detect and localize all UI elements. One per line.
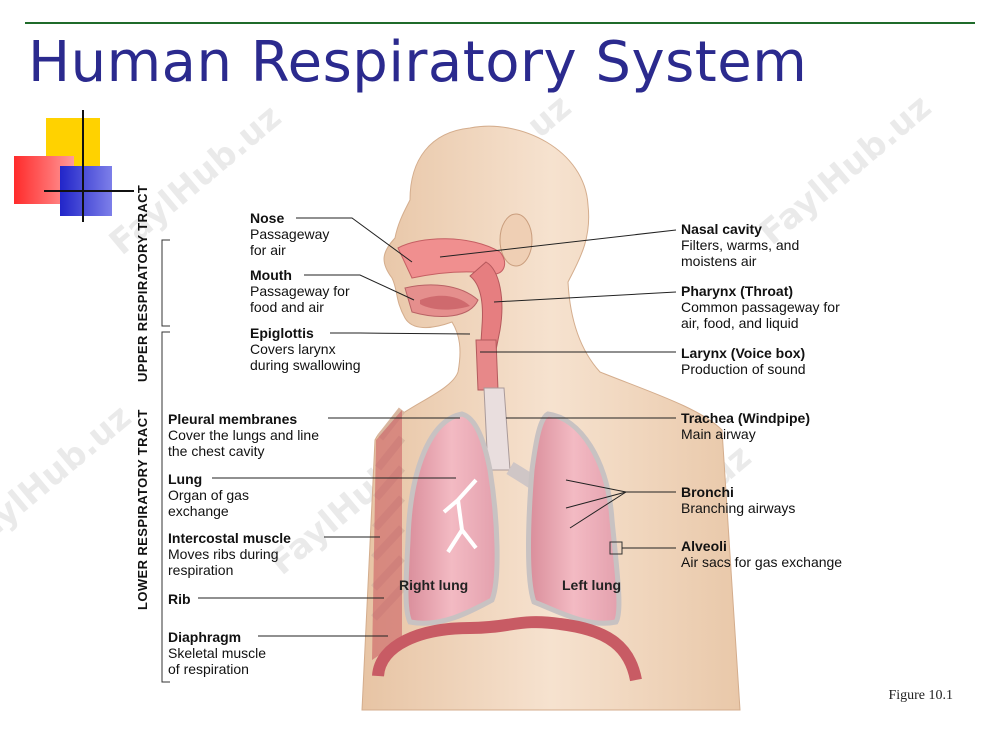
- label-title: Alveoli: [681, 538, 727, 554]
- lower-tract-bracket: [161, 331, 170, 683]
- label-desc: food and air: [250, 299, 324, 315]
- label-lung: Lung Organ of gas exchange: [168, 471, 249, 519]
- larynx: [475, 339, 499, 391]
- label-desc: Air sacs for gas exchange: [681, 554, 843, 570]
- label-desc: Cover the lungs and line: [168, 427, 319, 443]
- label-desc: air, food, and liquid: [681, 315, 799, 331]
- label-title: Trachea (Windpipe): [681, 410, 811, 426]
- logo-horizontal-line: [44, 190, 134, 192]
- label-desc: Skeletal muscle: [168, 645, 267, 661]
- label-desc: for air: [250, 242, 286, 258]
- right-lung-label: Right lung: [399, 577, 469, 593]
- label-bronchi: Bronchi Branching airways: [681, 484, 795, 516]
- label-desc: Branching airways: [681, 500, 796, 516]
- label-desc: Organ of gas: [168, 487, 249, 503]
- left-lung: [526, 411, 622, 626]
- label-title: Lung: [168, 471, 203, 487]
- label-desc: Covers larynx: [250, 341, 336, 357]
- label-desc: during swallowing: [250, 357, 361, 373]
- label-desc: Common passageway for: [681, 299, 840, 315]
- slide-title: Human Respiratory System: [28, 30, 808, 95]
- label-title: Rib: [168, 591, 191, 607]
- label-desc: Filters, warms, and: [681, 237, 800, 253]
- label-title: Intercostal muscle: [168, 530, 291, 546]
- label-desc: the chest cavity: [168, 443, 265, 459]
- label-title: Mouth: [250, 267, 292, 283]
- label-desc: Main airway: [681, 426, 756, 442]
- label-pharynx: Pharynx (Throat) Common passageway for a…: [681, 283, 840, 331]
- label-title: Pleural membranes: [168, 411, 298, 427]
- label-title: Nasal cavity: [681, 221, 762, 237]
- logo-vertical-line: [82, 110, 84, 222]
- ear: [499, 213, 533, 267]
- figure-caption: Figure 10.1: [888, 688, 953, 703]
- label-desc: Passageway: [250, 226, 330, 242]
- label-title: Pharynx (Throat): [681, 283, 794, 299]
- diaphragm: [372, 616, 642, 682]
- lower-tract-label: LOWER RESPIRATORY TRACT: [135, 409, 150, 610]
- label-diaphragm: Diaphragm Skeletal muscle of respiration: [168, 629, 266, 677]
- decorative-logo: [14, 110, 134, 225]
- intercostal-muscle: [372, 410, 402, 660]
- upper-tract-label: UPPER RESPIRATORY TRACT: [135, 184, 150, 382]
- label-epiglottis: Epiglottis Covers larynx during swallowi…: [250, 325, 361, 373]
- nasal-cavity: [397, 238, 506, 279]
- title-rule: [25, 22, 975, 24]
- label-rib: Rib: [168, 591, 191, 607]
- label-nose: Nose Passageway for air: [250, 210, 329, 258]
- label-desc: moistens air: [681, 253, 757, 269]
- right-leader-lines: [439, 229, 677, 549]
- label-title: Diaphragm: [168, 629, 242, 645]
- label-pleural-membranes: Pleural membranes Cover the lungs and li…: [168, 411, 319, 459]
- label-title: Bronchi: [681, 484, 734, 500]
- label-larynx: Larynx (Voice box) Production of sound: [681, 345, 806, 377]
- label-desc: exchange: [168, 503, 229, 519]
- label-desc: of respiration: [168, 661, 249, 677]
- label-desc: respiration: [168, 562, 234, 578]
- label-title: Nose: [250, 210, 285, 226]
- label-mouth: Mouth Passageway for food and air: [250, 267, 350, 315]
- label-alveoli: Alveoli Air sacs for gas exchange: [681, 538, 842, 570]
- bronchial-tree: [442, 478, 478, 554]
- label-nasal-cavity: Nasal cavity Filters, warms, and moisten…: [681, 221, 799, 269]
- left-leader-lines: [198, 217, 471, 637]
- label-title: Larynx (Voice box): [681, 345, 806, 361]
- label-desc: Moves ribs during: [168, 546, 279, 562]
- label-desc: Passageway for: [250, 283, 350, 299]
- upper-tract-bracket: [161, 239, 170, 327]
- label-desc: Production of sound: [681, 361, 806, 377]
- tongue: [420, 295, 470, 310]
- label-intercostal-muscle: Intercostal muscle Moves ribs during res…: [168, 530, 291, 578]
- left-lung-label: Left lung: [562, 577, 622, 593]
- label-trachea: Trachea (Windpipe) Main airway: [681, 410, 810, 442]
- right-lung: [403, 411, 500, 626]
- label-title: Epiglottis: [250, 325, 314, 341]
